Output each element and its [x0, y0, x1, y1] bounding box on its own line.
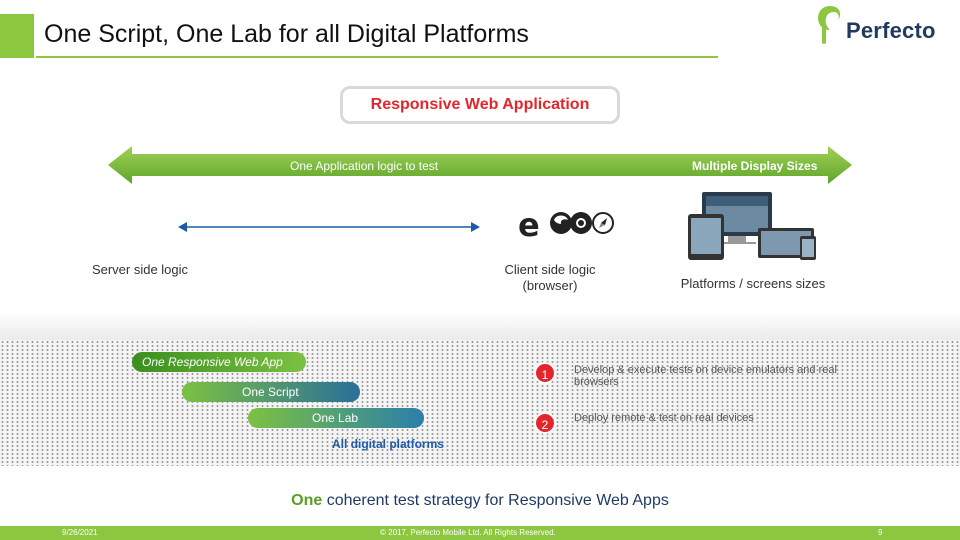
responsive-web-app-box: Responsive Web Application [340, 86, 620, 124]
step-1-text: Develop & execute tests on device emulat… [574, 364, 837, 388]
svg-text:e: e [518, 208, 540, 240]
server-side-label: Server side logic [91, 262, 189, 277]
footer-copyright: © 2017, Perfecto Mobile Ltd. All Rights … [380, 528, 556, 537]
footer-date: 9/26/2021 [62, 528, 98, 537]
client-side-label: Client side logic (browser) [504, 262, 596, 293]
platforms-label: Platforms / screens sizes [680, 276, 826, 291]
title-accent-block [0, 14, 34, 58]
server-client-arrow [178, 222, 480, 232]
safari-icon [592, 212, 614, 234]
title-underline [36, 56, 718, 58]
pill-one-lab: One Lab [248, 408, 424, 428]
logo-wordmark: Perfecto [846, 18, 936, 43]
perfecto-logo-icon [818, 6, 841, 44]
browser-icons: e [518, 206, 618, 242]
step-badge-1: 1 [534, 362, 556, 384]
chrome-icon [570, 212, 592, 234]
pill-responsive-web-app: One Responsive Web App [132, 352, 306, 372]
devices-icon [688, 192, 816, 260]
double-arrow-bar [108, 146, 852, 184]
arrow-left-label: One Application logic to test [290, 159, 439, 173]
pill-one-script: One Script [182, 382, 360, 402]
edge-browser-icon: e [518, 208, 540, 240]
step-2-text: Deploy remote & test on real devices [574, 412, 754, 424]
footer-bar [0, 526, 960, 540]
arrow-right-label: Multiple Display Sizes [692, 159, 818, 173]
step-badge-2: 2 [534, 412, 556, 434]
perfecto-logo: Perfecto [816, 4, 946, 48]
strategy-rest: coherent test strategy for Responsive We… [322, 492, 669, 509]
dotted-panel [0, 340, 960, 466]
slide-title: One Script, One Lab for all Digital Plat… [44, 20, 529, 48]
firefox-icon [550, 212, 572, 234]
strategy-prefix: One [291, 492, 323, 509]
footer-page-number: 9 [878, 528, 883, 537]
section-divider-band [0, 312, 960, 342]
all-platforms-text: All digital platforms [332, 437, 445, 451]
strategy-statement: One coherent test strategy for Responsiv… [0, 492, 960, 510]
